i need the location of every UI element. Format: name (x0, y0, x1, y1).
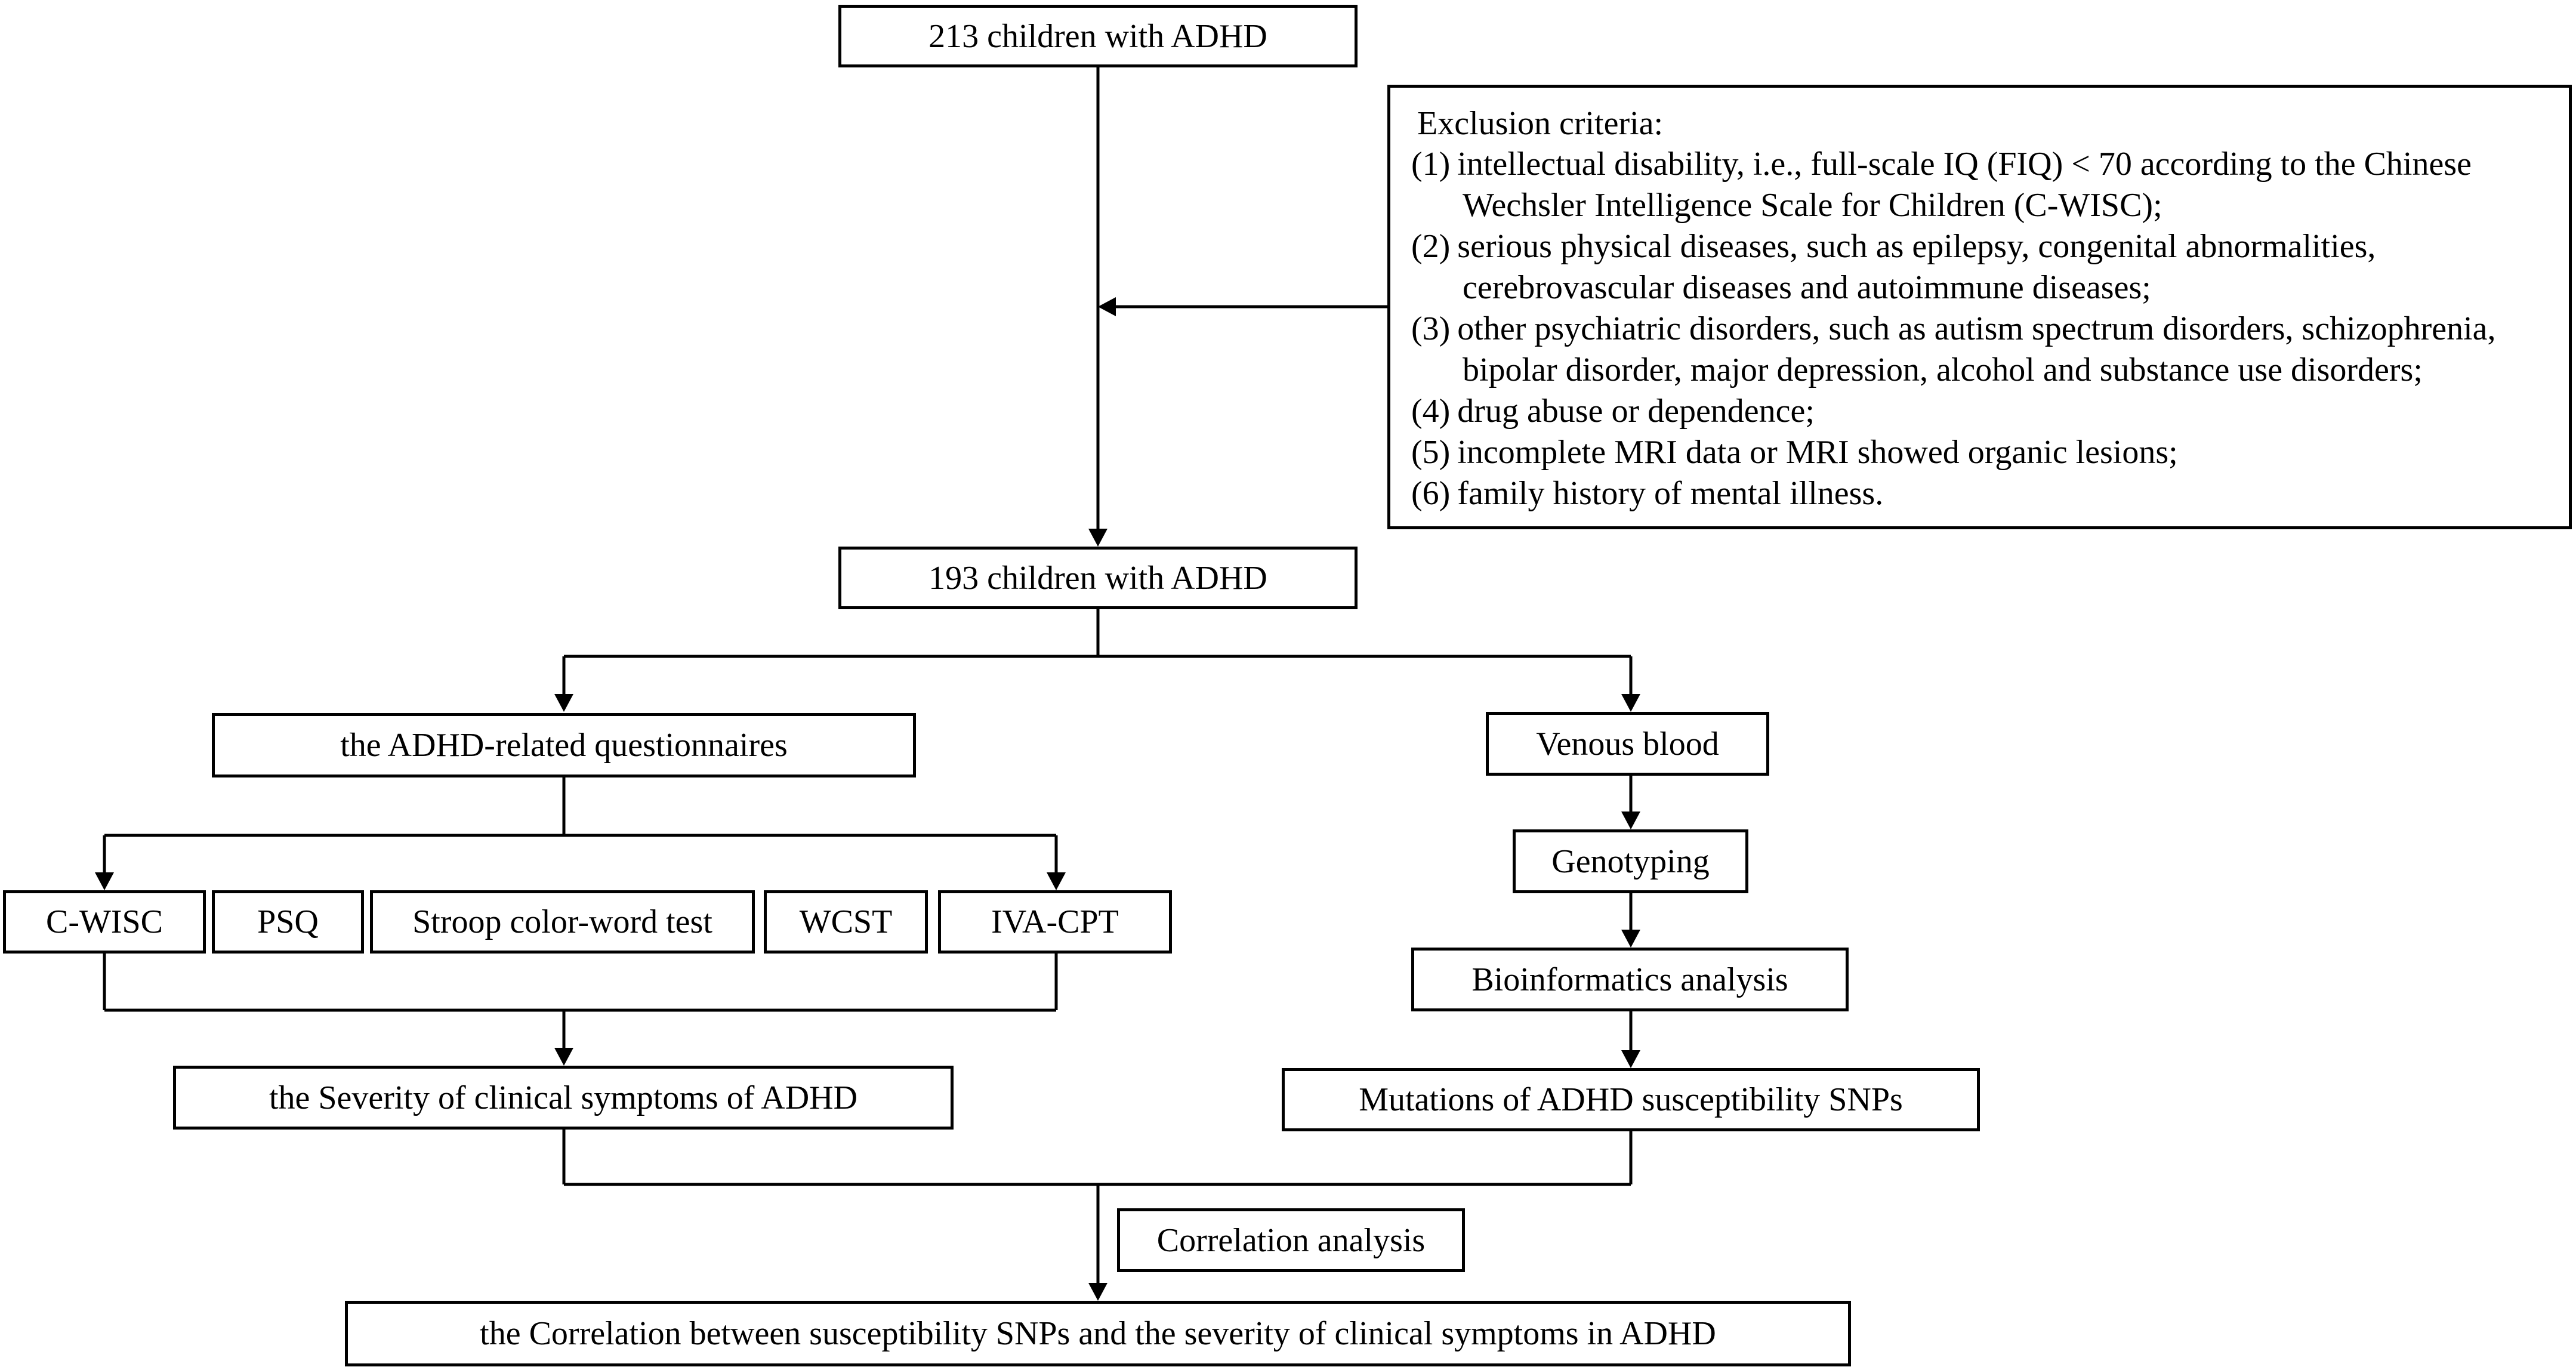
arrowhead-venous (1621, 694, 1640, 712)
criterion-text: family history of mental illness. (1457, 475, 1884, 512)
final-label: the Correlation between susceptibility S… (480, 1315, 1716, 1352)
mutations-box: Mutations of ADHD susceptibility SNPs (1282, 1068, 1980, 1131)
test-box-psq: PSQ (212, 890, 364, 954)
criterion-text: intellectual disability, i.e., full-scal… (1457, 146, 2472, 183)
test-box-ivacpt: IVA-CPT (938, 890, 1172, 954)
venous-blood-box: Venous blood (1486, 712, 1769, 776)
arrowhead-included (1088, 529, 1107, 547)
test-box-cwisc: C-WISC (3, 890, 206, 954)
criterion-number: (5) (1411, 434, 1451, 471)
questionnaires-box: the ADHD-related questionnaires (212, 713, 916, 777)
questionnaires-label: the ADHD-related questionnaires (340, 727, 788, 764)
included-box: 193 children with ADHD (838, 547, 1358, 609)
criterion-text: other psychiatric disorders, such as aut… (1457, 310, 2496, 347)
genotyping-box: Genotyping (1513, 829, 1748, 893)
test-label: WCST (799, 903, 893, 940)
criterion-text: drug abuse or dependence; (1457, 393, 1815, 430)
criterion-6: (6)family history of mental illness. (1411, 473, 1883, 514)
criterion-text: serious physical diseases, such as epile… (1457, 228, 2376, 265)
criterion-3-continued: bipolar disorder, major depression, alco… (1463, 351, 2423, 388)
arrowhead-questionnaires (554, 694, 573, 712)
criterion-number: (6) (1411, 475, 1451, 512)
mutations-label: Mutations of ADHD susceptibility SNPs (1359, 1081, 1903, 1118)
enrolled-box: 213 children with ADHD (838, 5, 1358, 67)
test-box-stroop: Stroop color-word test (370, 890, 755, 954)
criterion-5: (5)incomplete MRI data or MRI showed org… (1411, 432, 2178, 473)
criterion-1: (1)intellectual disability, i.e., full-s… (1411, 144, 2472, 185)
exclusion-title: Exclusion criteria: (1417, 105, 1664, 142)
criterion-2-continued: cerebrovascular diseases and autoimmune … (1463, 269, 2151, 306)
arrowhead-final (1088, 1283, 1107, 1301)
correlation-analysis-box: Correlation analysis (1117, 1208, 1465, 1272)
criterion-text: incomplete MRI data or MRI showed organi… (1457, 434, 2178, 471)
test-label: Stroop color-word test (412, 903, 712, 940)
arrowhead-cwisc (95, 872, 114, 890)
final-box: the Correlation between susceptibility S… (345, 1301, 1851, 1366)
test-label: PSQ (257, 903, 319, 940)
bioinformatics-box: Bioinformatics analysis (1411, 948, 1849, 1011)
arrowhead-exclusion (1098, 297, 1116, 316)
criterion-3: (3)other psychiatric disorders, such as … (1411, 308, 2496, 350)
arrowhead-ivacpt (1047, 872, 1066, 890)
arrowhead-bioinfo (1621, 930, 1640, 948)
arrowhead-severity (554, 1048, 573, 1066)
criterion-number: (2) (1411, 228, 1451, 265)
severity-label: the Severity of clinical symptoms of ADH… (269, 1079, 858, 1116)
severity-box: the Severity of clinical symptoms of ADH… (173, 1066, 954, 1130)
genotyping-label: Genotyping (1551, 843, 1710, 880)
venous-blood-label: Venous blood (1536, 725, 1719, 763)
exclusion-criteria-box: Exclusion criteria: (1)intellectual disa… (1387, 85, 2572, 529)
criterion-number: (4) (1411, 393, 1451, 430)
bioinformatics-label: Bioinformatics analysis (1471, 961, 1788, 998)
criterion-2: (2)serious physical diseases, such as ep… (1411, 226, 2376, 267)
test-label: IVA-CPT (991, 903, 1119, 940)
criterion-number: (1) (1411, 146, 1451, 183)
criterion-number: (3) (1411, 310, 1451, 347)
test-box-wcst: WCST (764, 890, 928, 954)
criterion-4: (4)drug abuse or dependence; (1411, 391, 1815, 432)
enrolled-label: 213 children with ADHD (928, 17, 1267, 55)
included-label: 193 children with ADHD (928, 559, 1267, 597)
correlation-analysis-label: Correlation analysis (1156, 1221, 1426, 1259)
arrowhead-genotyping (1621, 811, 1640, 829)
criterion-1-continued: Wechsler Intelligence Scale for Children… (1463, 187, 2162, 224)
arrowhead-mutations (1621, 1050, 1640, 1068)
test-label: C-WISC (46, 903, 163, 940)
